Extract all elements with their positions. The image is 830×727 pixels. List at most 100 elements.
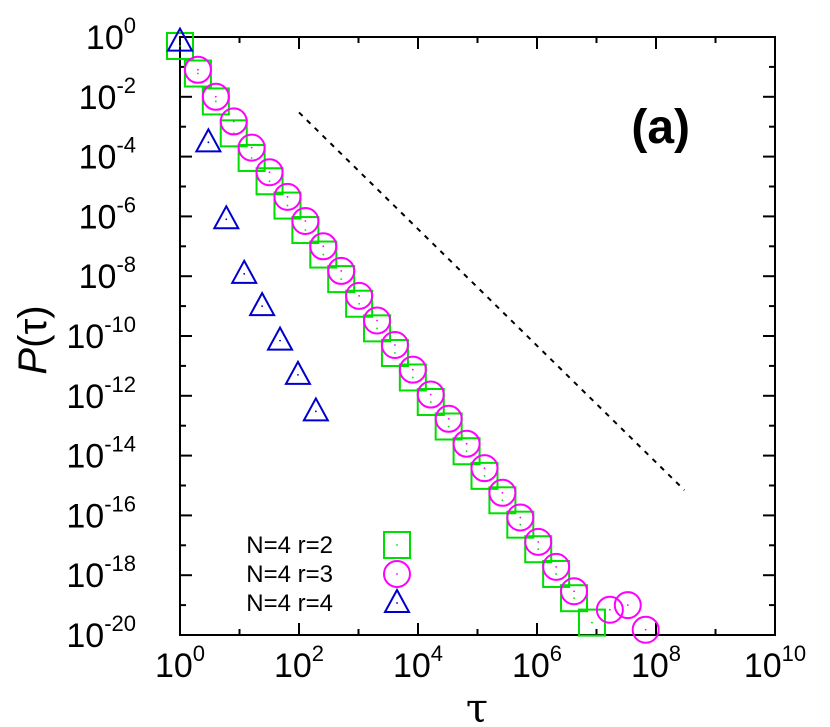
circle-marker-icon — [524, 527, 553, 556]
marker-center-dot — [214, 100, 217, 103]
marker-center-dot — [396, 602, 398, 604]
y-tick-label-base: 10 — [79, 79, 117, 117]
data-point — [166, 26, 194, 52]
circle-marker-icon — [201, 82, 230, 111]
y-tick-label-base: 10 — [66, 617, 104, 655]
x-tick-label-base: 10 — [274, 647, 312, 685]
data-point — [201, 82, 230, 111]
marker-center-dot — [483, 467, 486, 470]
circle-marker-icon — [219, 107, 248, 136]
x-tick-label: 1010 — [744, 641, 806, 685]
marker-center-dot — [394, 344, 396, 346]
marker-center-dot — [555, 565, 558, 568]
circle-marker-icon — [345, 281, 374, 310]
marker-center-dot — [376, 327, 378, 330]
circle-marker-icon — [237, 133, 266, 162]
circle-marker-icon — [434, 404, 463, 433]
series-layer — [166, 26, 660, 644]
marker-center-dot — [214, 95, 217, 98]
data-point — [434, 412, 463, 441]
x-tick-label: 106 — [512, 641, 562, 685]
square-marker-icon — [434, 412, 463, 441]
circle-marker-icon — [255, 158, 284, 187]
marker-center-dot — [573, 590, 575, 593]
y-tick-label-exponent: -6 — [116, 192, 136, 217]
square-marker-icon — [524, 535, 553, 564]
marker-center-dot — [286, 195, 289, 198]
x-tick-label: 104 — [393, 641, 443, 685]
circle-marker-icon — [560, 577, 589, 606]
data-point — [416, 380, 445, 409]
square-marker-icon — [470, 461, 499, 490]
y-tick-label-base: 10 — [79, 198, 117, 236]
y-tick-label: 10-10 — [66, 312, 136, 356]
data-point — [327, 265, 356, 294]
data-point — [524, 535, 553, 564]
data-point — [327, 256, 356, 285]
series-square — [166, 32, 606, 637]
legend-label: N=4 r=4 — [246, 590, 333, 617]
data-point — [560, 584, 589, 613]
square-marker-icon — [345, 289, 374, 318]
x-tick-label-exponent: 10 — [782, 641, 806, 666]
marker-center-dot — [358, 302, 361, 305]
marker-center-dot — [537, 548, 540, 551]
x-tick-label-base: 10 — [744, 647, 782, 685]
circle-marker-icon — [595, 595, 624, 624]
data-point — [230, 258, 258, 284]
x-tick-label-exponent: 8 — [669, 641, 681, 666]
circle-marker-icon — [452, 429, 481, 458]
data-point — [631, 615, 660, 644]
y-tick-label-exponent: 0 — [124, 13, 136, 38]
x-tick-label-exponent: 6 — [550, 641, 562, 666]
marker-center-dot — [261, 305, 264, 307]
marker-center-dot — [340, 270, 343, 272]
data-point — [434, 404, 463, 433]
circle-marker-icon — [542, 552, 571, 581]
y-tick-label: 10-6 — [79, 192, 136, 236]
data-point — [577, 608, 606, 637]
panel-label: (a) — [631, 101, 690, 154]
triangle-marker-icon — [166, 26, 194, 52]
triangle-marker-icon — [284, 359, 312, 385]
marker-center-dot — [519, 516, 522, 519]
data-point — [452, 437, 481, 466]
power-law-guide-line — [298, 111, 686, 491]
marker-center-dot — [447, 425, 450, 428]
y-tick-label-base: 10 — [66, 497, 104, 535]
y-tick-label-exponent: -12 — [104, 372, 136, 397]
data-point — [237, 143, 266, 172]
x-tick-label-base: 10 — [631, 647, 669, 685]
legend: N=4 r=2N=4 r=3N=4 r=4 — [246, 531, 411, 617]
x-tick-label-exponent: 4 — [431, 641, 443, 666]
y-tick-label: 10-20 — [66, 611, 136, 655]
square-marker-icon — [383, 531, 411, 559]
circle-marker-icon — [183, 55, 212, 84]
marker-center-dot — [197, 68, 199, 71]
y-tick-label: 10-8 — [79, 252, 136, 296]
marker-center-dot — [322, 245, 325, 248]
data-point — [309, 240, 338, 269]
data-point — [398, 355, 427, 384]
data-point — [273, 182, 302, 211]
marker-center-dot — [555, 573, 558, 575]
circle-marker-icon — [363, 306, 392, 335]
legend-label: N=4 r=2 — [246, 532, 333, 559]
marker-center-dot — [250, 146, 253, 149]
y-tick-label-base: 10 — [79, 139, 117, 177]
y-tick-label: 10-2 — [79, 73, 136, 117]
y-tick-label: 10-18 — [66, 551, 136, 595]
square-marker-icon — [380, 339, 409, 368]
square-marker-icon — [219, 119, 248, 148]
marker-center-dot — [573, 597, 575, 600]
y-axis: 10010-210-410-610-810-1010-1210-1410-161… — [66, 13, 775, 655]
legend-label: N=4 r=3 — [246, 561, 333, 588]
y-tick-label: 10-16 — [66, 491, 136, 535]
x-tick-label-base: 10 — [512, 647, 550, 685]
circle-marker-icon — [506, 503, 535, 532]
data-point — [470, 461, 499, 490]
marker-center-dot — [358, 294, 361, 297]
marker-center-dot — [304, 220, 307, 222]
data-point — [166, 32, 194, 61]
